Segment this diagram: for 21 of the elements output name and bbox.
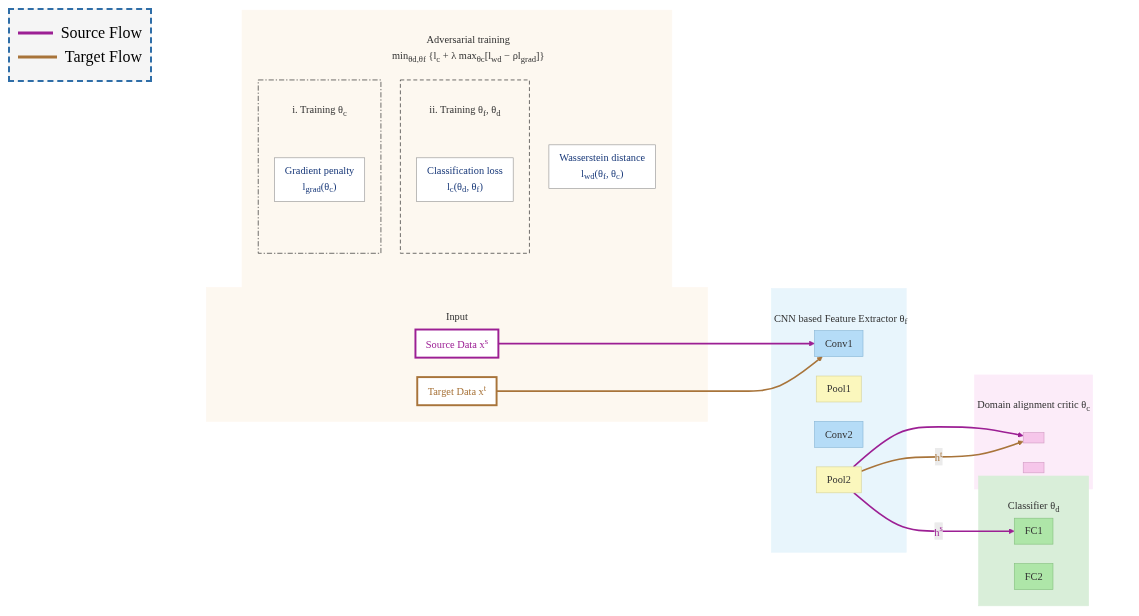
node-box — [1022, 462, 1045, 474]
node-box: Wasserstein distance l$_{wd}$(θ$_{f}$, θ$_{c}$) — [548, 144, 656, 189]
node-box: Conv2 — [814, 421, 864, 448]
node-box: Source Data x$^{s}$ — [414, 328, 500, 359]
legend-text: Target Flow — [64, 48, 142, 66]
edge-label: h$^{t}$ — [934, 449, 943, 464]
legend-text: Source Flow — [60, 24, 142, 42]
node-box: Pool1 — [815, 375, 862, 403]
node-box: Conv1 — [814, 330, 864, 357]
edge-label: h$^{s}$ — [934, 523, 943, 538]
node-box: FC2 — [1013, 563, 1054, 590]
cluster: Domain alignment critic θ$_{c}$ — [974, 374, 1093, 490]
node-box: Classification loss l$_{c}$(θ$_{d}$, θ$_{f}$) — [416, 157, 514, 202]
node-box: Target Data x$^{t}$ — [416, 376, 498, 407]
arrow — [852, 426, 1024, 468]
arrow — [860, 440, 1024, 473]
arrow — [853, 492, 1015, 535]
node-box: FC1 — [1013, 517, 1054, 545]
node-box: Pool2 — [815, 466, 862, 494]
node-box — [1022, 432, 1045, 444]
node-box: Gradient penalty l$_{grad}$(θ$_{c}$) — [274, 157, 366, 202]
